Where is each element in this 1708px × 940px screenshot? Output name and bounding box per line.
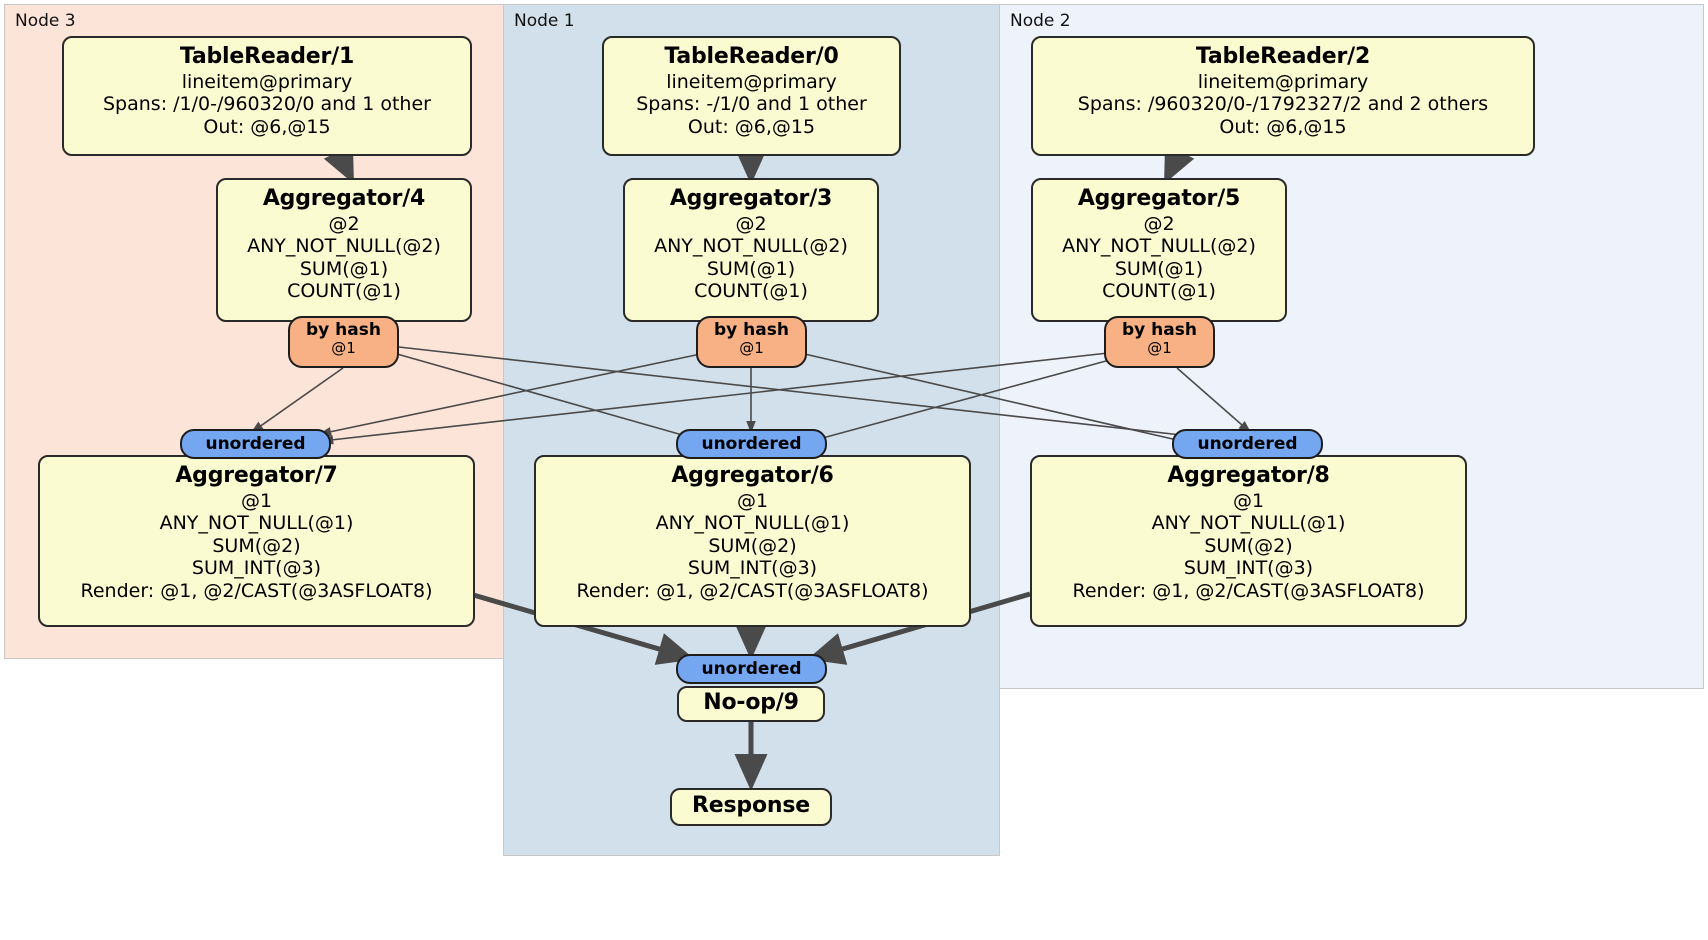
processor-line: @1 — [1232, 489, 1265, 512]
processor-title: Response — [692, 793, 810, 818]
processor-title: Aggregator/7 — [175, 463, 338, 488]
hash-router-label: by hash — [714, 320, 789, 340]
hash-router-label: by hash — [1122, 320, 1197, 340]
hash-router-column: @1 — [1147, 338, 1172, 357]
processor-line: ANY_NOT_NULL(@2) — [1062, 235, 1256, 258]
processor-aggregator-5[interactable]: Aggregator/5 @2 ANY_NOT_NULL(@2) SUM(@1)… — [1031, 178, 1287, 322]
processor-aggregator-4[interactable]: Aggregator/4 @2 ANY_NOT_NULL(@2) SUM(@1)… — [216, 178, 472, 322]
processor-line: SUM_INT(@3) — [687, 557, 818, 580]
processor-aggregator-3[interactable]: Aggregator/3 @2 ANY_NOT_NULL(@2) SUM(@1)… — [623, 178, 879, 322]
unordered-label: unordered — [1197, 433, 1298, 454]
hash-router-badge-aggregator-5[interactable]: by hash @1 — [1104, 316, 1215, 368]
processor-line: lineitem@primary — [666, 70, 837, 93]
processor-title: TableReader/1 — [179, 44, 355, 69]
hash-router-badge-aggregator-4[interactable]: by hash @1 — [288, 316, 399, 368]
unordered-synchronizer-aggregator-6[interactable]: unordered — [676, 429, 827, 459]
hash-router-label: by hash — [306, 320, 381, 340]
processor-response[interactable]: Response — [670, 788, 832, 826]
processor-title: Aggregator/3 — [669, 186, 833, 211]
processor-aggregator-8[interactable]: Aggregator/8 @1 ANY_NOT_NULL(@1) SUM(@2)… — [1030, 455, 1467, 627]
hash-router-column: @1 — [739, 338, 764, 357]
unordered-label: unordered — [701, 658, 802, 679]
hash-router-badge-aggregator-3[interactable]: by hash @1 — [696, 316, 807, 368]
processor-line: @1 — [736, 489, 769, 512]
processor-line: COUNT(@1) — [287, 280, 401, 303]
processor-line: @2 — [328, 212, 360, 235]
processor-line: SUM(@1) — [1114, 257, 1204, 280]
processor-line: SUM(@2) — [708, 534, 797, 557]
processor-line: COUNT(@1) — [1102, 280, 1216, 303]
processor-line: @2 — [735, 212, 767, 235]
processor-line: ANY_NOT_NULL(@2) — [247, 235, 441, 258]
unordered-synchronizer-aggregator-8[interactable]: unordered — [1172, 429, 1323, 459]
processor-line: ANY_NOT_NULL(@1) — [159, 512, 354, 535]
node-panel-label-node1: Node 1 — [514, 11, 575, 31]
processor-line: Spans: /960320/0-/1792327/2 and 2 others — [1077, 93, 1489, 116]
processor-line: SUM_INT(@3) — [1183, 557, 1314, 580]
processor-line: Out: @6,@15 — [687, 115, 816, 138]
processor-line: Render: @1, @2/CAST(@3ASFLOAT8) — [80, 579, 433, 602]
unordered-synchronizer-final[interactable]: unordered — [676, 654, 827, 684]
processor-line: ANY_NOT_NULL(@1) — [655, 512, 850, 535]
node-panel-label-node3: Node 3 — [15, 11, 76, 31]
processor-line: lineitem@primary — [181, 70, 353, 93]
processor-line: @2 — [1143, 212, 1175, 235]
processor-table-reader-2[interactable]: TableReader/2 lineitem@primary Spans: /9… — [1031, 36, 1535, 156]
processor-line: Out: @6,@15 — [203, 115, 331, 138]
processor-line: SUM(@2) — [212, 534, 301, 557]
processor-title: Aggregator/4 — [262, 186, 426, 211]
processor-line: SUM(@1) — [299, 257, 389, 280]
processor-line: COUNT(@1) — [694, 280, 808, 303]
processor-title: Aggregator/5 — [1077, 186, 1241, 211]
processor-table-reader-0[interactable]: TableReader/0 lineitem@primary Spans: -/… — [602, 36, 901, 156]
processor-aggregator-6[interactable]: Aggregator/6 @1 ANY_NOT_NULL(@1) SUM(@2)… — [534, 455, 971, 627]
processor-aggregator-7[interactable]: Aggregator/7 @1 ANY_NOT_NULL(@1) SUM(@2)… — [38, 455, 475, 627]
processor-line: Out: @6,@15 — [1219, 115, 1347, 138]
processor-line: Spans: /1/0-/960320/0 and 1 other — [103, 93, 431, 116]
unordered-label: unordered — [701, 433, 802, 454]
node-panel-label-node2: Node 2 — [1010, 11, 1071, 31]
processor-line: SUM(@1) — [706, 257, 796, 280]
unordered-label: unordered — [205, 433, 306, 454]
processor-no-op-9[interactable]: No-op/9 — [677, 686, 825, 722]
processor-line: lineitem@primary — [1197, 70, 1369, 93]
processor-title: TableReader/2 — [1195, 44, 1371, 69]
processor-line: Spans: -/1/0 and 1 other — [636, 93, 867, 116]
processor-line: ANY_NOT_NULL(@2) — [654, 235, 848, 258]
processor-line: SUM_INT(@3) — [191, 557, 322, 580]
processor-line: Render: @1, @2/CAST(@3ASFLOAT8) — [576, 579, 929, 602]
processor-table-reader-1[interactable]: TableReader/1 lineitem@primary Spans: /1… — [62, 36, 472, 156]
processor-line: SUM(@2) — [1204, 534, 1293, 557]
processor-title: Aggregator/6 — [671, 463, 834, 488]
processor-title: TableReader/0 — [664, 44, 839, 69]
unordered-synchronizer-aggregator-7[interactable]: unordered — [180, 429, 331, 459]
processor-line: Render: @1, @2/CAST(@3ASFLOAT8) — [1072, 579, 1425, 602]
processor-line: @1 — [240, 489, 273, 512]
processor-title: No-op/9 — [703, 690, 799, 715]
hash-router-column: @1 — [331, 338, 356, 357]
processor-line: ANY_NOT_NULL(@1) — [1151, 512, 1346, 535]
processor-title: Aggregator/8 — [1167, 463, 1330, 488]
